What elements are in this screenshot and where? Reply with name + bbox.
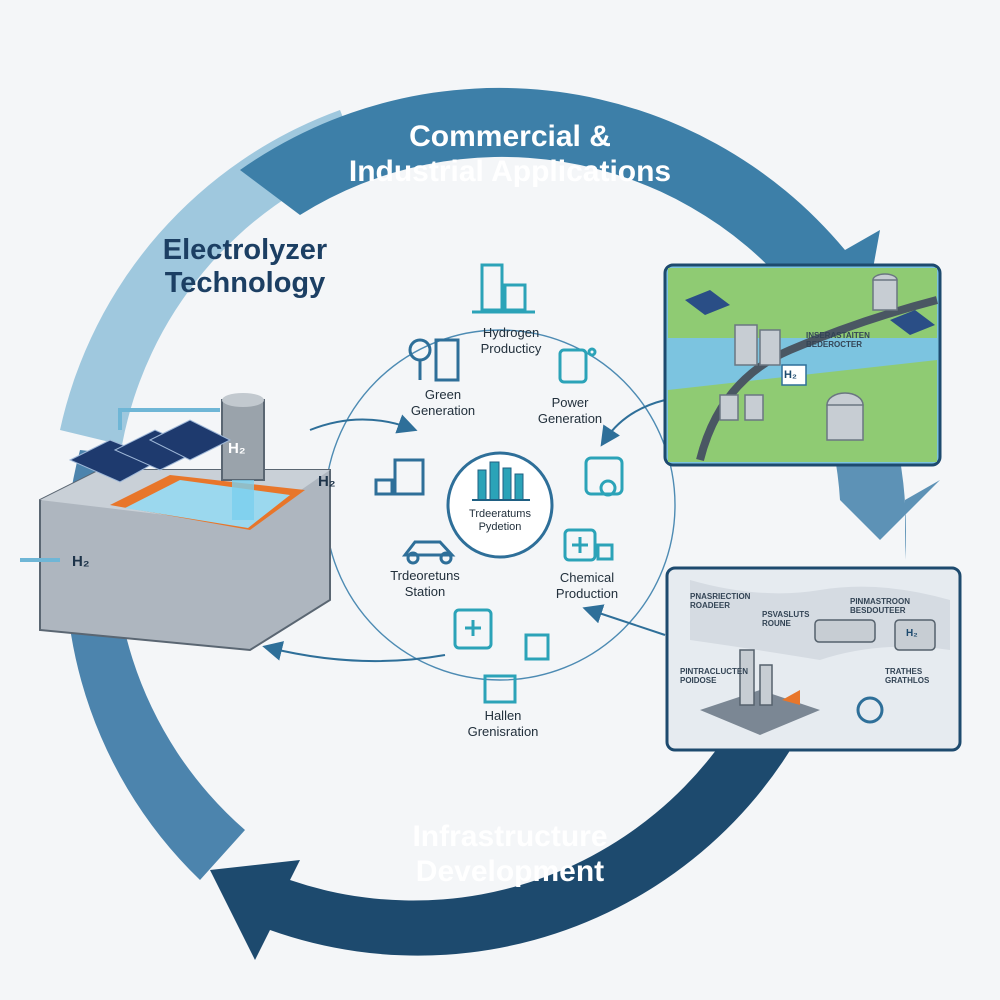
- panel-bottom-tag: PINMASTROON BESDOUTEER: [850, 597, 910, 615]
- node-label-line2: Producticy: [480, 340, 542, 356]
- node-label-line2: Production: [555, 585, 619, 601]
- panel-bottom-tag: PNASRIECTION ROADEER: [690, 592, 751, 610]
- panel-bottom-h2-label: H₂: [906, 628, 918, 639]
- node-chemical-production: Chemical Production: [512, 570, 662, 601]
- node-label-line1: Hallen: [484, 708, 522, 723]
- electrolyzer-label-line2: Technology: [164, 267, 326, 300]
- hydrogen-plant-panel: [663, 263, 942, 467]
- infrastructure-map-panel: [665, 566, 962, 752]
- hydrogen-production-icon: [472, 263, 535, 314]
- node-label-line2: Grenisration: [467, 723, 539, 739]
- commercial-applications-label: Commercial & Industrial Applications: [330, 120, 690, 189]
- node-label-line2: Station: [404, 583, 446, 599]
- center-label-line1: Trdeeratums: [469, 508, 531, 520]
- node-station: Trdeoretuns Station: [350, 568, 500, 599]
- center-label: Trdeeratums Pydetion: [425, 508, 575, 534]
- node-label-line2: Generation: [537, 410, 603, 426]
- tank-h2-label: H₂: [228, 440, 246, 457]
- panel-top-tag: INSERASTAITEN BEDEROCTER: [806, 331, 870, 349]
- electrolyzer-technology-label: Electrolyzer Technology: [140, 234, 350, 301]
- node-label-line1: Hydrogen: [482, 325, 540, 340]
- node-label-line2: Generation: [410, 402, 476, 418]
- node-power-generation: Power Generation: [495, 395, 645, 426]
- commercial-label-line1: Commercial &: [409, 120, 611, 153]
- node-label-line1: Power: [551, 395, 589, 410]
- electrolyzer-label-line1: Electrolyzer: [162, 234, 328, 266]
- panel-bottom-tag: PINTRACLUCTEN POIDOSE: [680, 667, 748, 685]
- infrastructure-label-line2: Development: [415, 854, 605, 888]
- center-plant-icon: [472, 461, 530, 501]
- center-label-line2: Pydetion: [478, 521, 522, 534]
- node-green-generation: Green Generation: [368, 387, 518, 418]
- panel-bottom-tag: TRATHES GRATHLOS: [885, 667, 930, 685]
- panel-bottom-tag: PSVASLUTS ROUNE: [762, 610, 810, 628]
- node-label-line1: Green: [424, 387, 462, 402]
- station-icon: [401, 540, 456, 565]
- node-hallen-generation: Hallen Grenisration: [428, 708, 578, 739]
- infrastructure-development-label: Infrastructure Development: [330, 820, 690, 889]
- node-label-line1: Chemical: [559, 570, 615, 585]
- commercial-label-line2: Industrial Applications: [348, 154, 672, 188]
- side-h2-label: H₂: [318, 473, 336, 490]
- green-generation-icon: [374, 338, 460, 496]
- panel-top-h2-label: H₂: [784, 369, 797, 381]
- node-hydrogen-production: Hydrogen Producticy: [436, 325, 586, 356]
- infrastructure-label-line1: Infrastructure: [412, 820, 608, 853]
- power-generation-icon: [558, 347, 597, 384]
- electrolyzer-illustration: [20, 393, 331, 652]
- outlet-h2-label: H₂: [72, 553, 90, 570]
- chemical-production-icon: [563, 456, 624, 562]
- ring-segment-commercial: [240, 87, 880, 340]
- node-label-line1: Trdeoretuns: [390, 568, 460, 583]
- hallen-generation-icon: [453, 608, 550, 704]
